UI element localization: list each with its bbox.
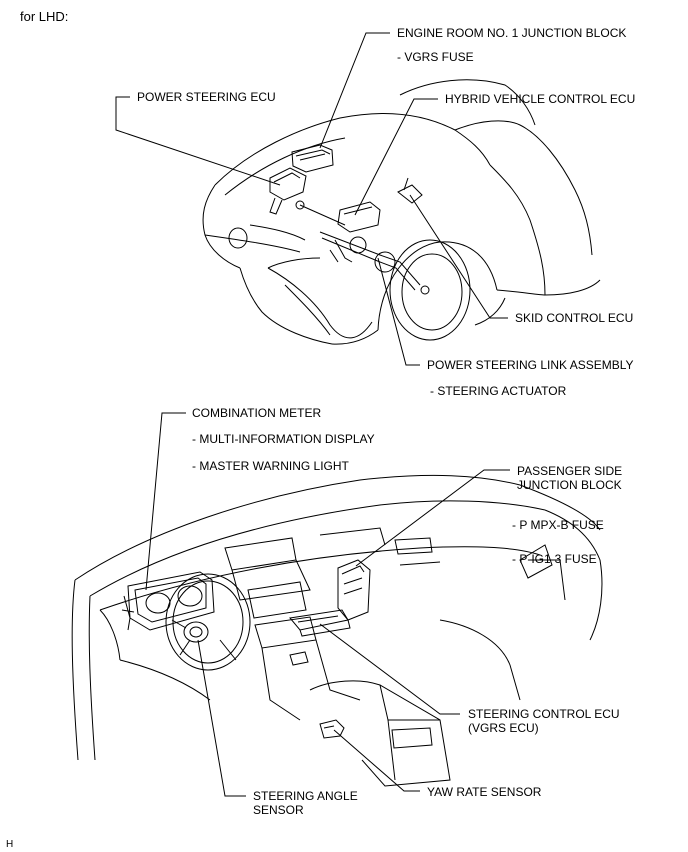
steering-control-ecu-part bbox=[289, 609, 351, 637]
label-power-steering-ecu: POWER STEERING ECU bbox=[137, 90, 276, 104]
leader-steering-control-ecu bbox=[319, 623, 460, 715]
steering-wheel-part bbox=[165, 573, 251, 671]
label-p-mpx-b-fuse: - P MPX-B FUSE bbox=[512, 518, 604, 532]
yaw-rate-sensor-part bbox=[319, 719, 345, 739]
passenger-junction-block-part bbox=[337, 559, 371, 621]
dashboard-illustration bbox=[71, 474, 603, 787]
leader-skid-control-ecu bbox=[409, 194, 508, 319]
top-leader-lines bbox=[115, 32, 508, 366]
steering-link-assembly-part bbox=[295, 200, 430, 295]
label-steering-actuator: - STEERING ACTUATOR bbox=[430, 384, 567, 398]
leader-power-steering-ecu bbox=[115, 96, 281, 186]
leader-ps-link bbox=[377, 257, 420, 366]
label-engine-room-junction-block: ENGINE ROOM NO. 1 JUNCTION BLOCK bbox=[397, 26, 627, 40]
vehicle-front-illustration bbox=[202, 79, 601, 345]
power-steering-ecu-part bbox=[269, 167, 307, 215]
engine-room-junction-block-part bbox=[291, 144, 334, 173]
label-power-steering-link-assembly: POWER STEERING LINK ASSEMBLY bbox=[427, 358, 634, 372]
hybrid-vehicle-ecu-part bbox=[337, 201, 381, 233]
label-skid-control-ecu: SKID CONTROL ECU bbox=[515, 311, 634, 325]
footer-mark: H bbox=[6, 839, 14, 850]
leader-combination-meter bbox=[145, 412, 186, 591]
bottom-leader-lines bbox=[145, 412, 510, 797]
label-master-warning-light: - MASTER WARNING LIGHT bbox=[192, 459, 349, 473]
label-p-ig1-3-fuse: - P-IG1-3 FUSE bbox=[512, 552, 597, 566]
leader-yaw-rate-sensor bbox=[333, 729, 420, 792]
skid-control-ecu-part bbox=[397, 177, 423, 204]
label-steering-angle-sensor: STEERING ANGLE SENSOR bbox=[253, 789, 358, 817]
label-passenger-side-junction-block: PASSENGER SIDE JUNCTION BLOCK bbox=[517, 464, 623, 492]
label-vgrs-fuse: - VGRS FUSE bbox=[397, 50, 474, 64]
label-yaw-rate-sensor: YAW RATE SENSOR bbox=[427, 785, 542, 799]
label-hybrid-vehicle-control-ecu: HYBRID VEHICLE CONTROL ECU bbox=[445, 92, 636, 106]
leader-hybrid-ecu bbox=[354, 98, 438, 216]
label-multi-information-display: - MULTI-INFORMATION DISPLAY bbox=[192, 432, 375, 446]
label-combination-meter: COMBINATION METER bbox=[192, 406, 322, 420]
label-steering-control-ecu: STEERING CONTROL ECU (VGRS ECU) bbox=[468, 707, 620, 735]
leader-passenger-jb bbox=[355, 469, 510, 567]
page-title: for LHD: bbox=[20, 9, 69, 24]
leader-engine-room-jb bbox=[319, 32, 390, 149]
combination-meter-part bbox=[121, 571, 215, 631]
leader-steering-angle-sensor bbox=[197, 639, 246, 797]
